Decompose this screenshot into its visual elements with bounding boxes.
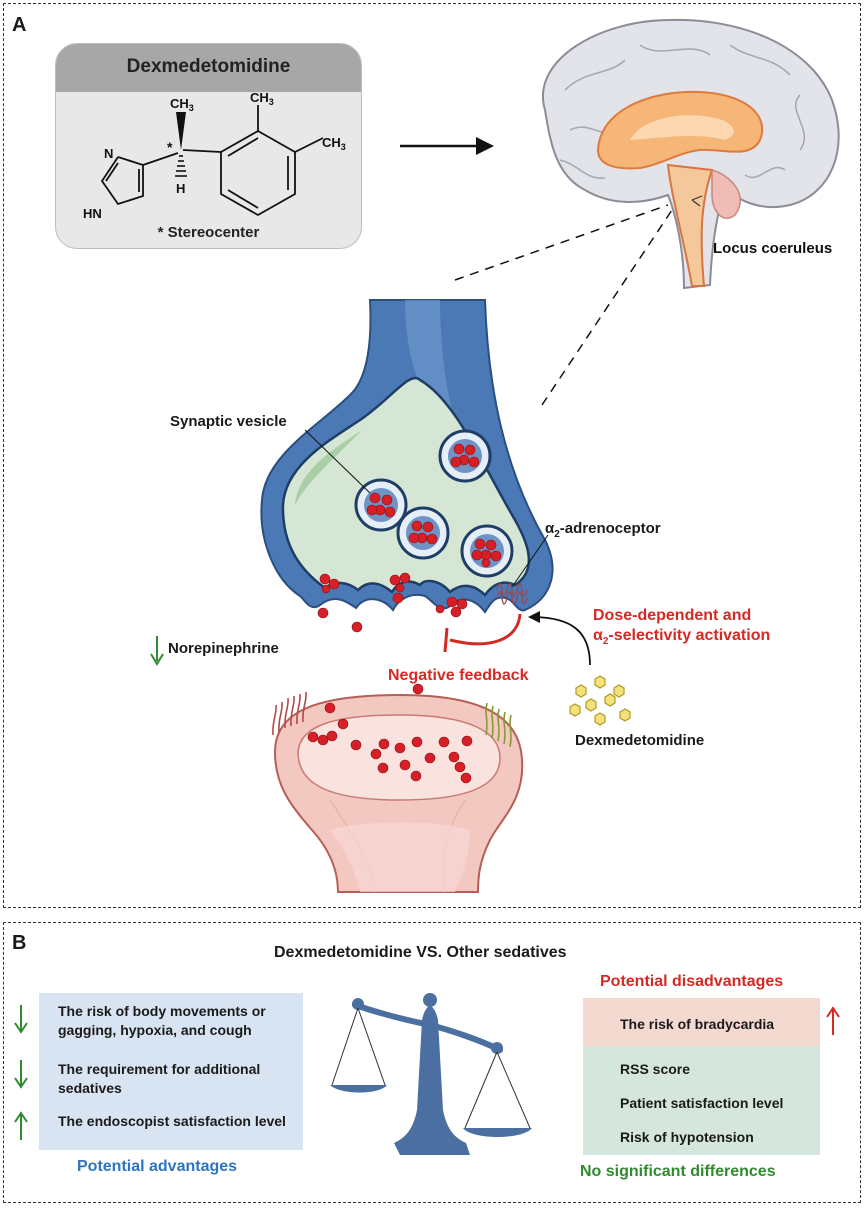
- potential-advantages-heading: Potential advantages: [77, 1158, 238, 1175]
- no-difference-box: [583, 1046, 820, 1155]
- atom-ch3-ring2: CH3: [322, 135, 346, 152]
- drug-box-title: Dexmedetomidine: [126, 56, 291, 77]
- atom-n: N: [104, 146, 113, 161]
- dexmedetomidine-molecules: [569, 675, 631, 726]
- no-difference-item-3: Risk of hypotension: [620, 1129, 754, 1145]
- panel-b-title: Dexmedetomidine VS. Other sedatives: [274, 944, 567, 961]
- locus-coeruleus-label: Locus coeruleus: [713, 240, 832, 257]
- no-difference-item-2: Patient satisfaction level: [620, 1095, 784, 1111]
- no-significant-differences-heading: No significant differences: [580, 1163, 776, 1180]
- panel-a-letter: A: [12, 14, 27, 36]
- drug-structure-box: Dexmedetomidine * Stereocenter: [55, 43, 362, 249]
- norepinephrine-decrease-arrow-icon: [150, 636, 164, 666]
- panel-b: [3, 922, 861, 1203]
- no-difference-item-1: RSS score: [620, 1061, 691, 1077]
- disadvantage-item-1: The risk of bradycardia: [620, 1016, 775, 1032]
- vesicle-pointer: [304, 429, 371, 494]
- dose-dependent-label-line2: α2-selectivity activation: [593, 627, 771, 648]
- panel-a: [3, 3, 861, 908]
- negative-feedback-label: Negative feedback: [388, 667, 529, 684]
- alpha2-adrenoceptor-label: α2-adrenoceptor: [545, 520, 661, 540]
- vesicle-contents: [366, 443, 502, 568]
- atom-ch3-top: CH3: [170, 96, 194, 113]
- synaptic-vesicle-label: Synaptic vesicle: [170, 413, 287, 430]
- locus-pointer: [691, 195, 703, 207]
- activation-arrow: [528, 611, 591, 666]
- brain-illustration: [542, 18, 840, 290]
- norepinephrine-label: Norepinephrine: [168, 640, 279, 657]
- atom-ch3-ring1: CH3: [250, 90, 274, 107]
- disadvantages-box: [583, 998, 820, 1046]
- arrow-to-brain: [400, 137, 494, 155]
- stereocenter-star: *: [167, 139, 173, 155]
- atom-hn: HN: [83, 206, 102, 221]
- advantage-item-2: The requirement for additional sedatives: [58, 1061, 261, 1096]
- advantages-box: [39, 993, 303, 1150]
- stereocenter-note: * Stereocenter: [157, 224, 260, 241]
- drug-box-header: [56, 44, 361, 92]
- atom-h: H: [176, 181, 185, 196]
- negative-feedback-arrow: [443, 613, 522, 653]
- postsynaptic-neuron: [273, 693, 524, 893]
- postsynaptic-receptor-right: [485, 702, 512, 748]
- panel-b-letter: B: [12, 932, 27, 954]
- released-norepinephrine: [317, 572, 468, 633]
- advantage-item-1: The risk of body movements or gagging, h…: [58, 1003, 266, 1038]
- postsynaptic-norepinephrine: [307, 683, 473, 784]
- dose-dependent-label-line1: Dose-dependent and: [593, 607, 752, 624]
- receptor-pointer: [511, 534, 549, 588]
- dexmedetomidine-molecule-label: Dexmedetomidine: [575, 732, 705, 749]
- presynaptic-alpha2-receptor: [496, 583, 528, 605]
- postsynaptic-receptor-left: [272, 691, 307, 736]
- advantage-item-3: The endoscopist satisfaction level: [58, 1113, 286, 1129]
- zoom-lines: [454, 204, 673, 406]
- potential-disadvantages-heading: Potential disadvantages: [600, 973, 784, 990]
